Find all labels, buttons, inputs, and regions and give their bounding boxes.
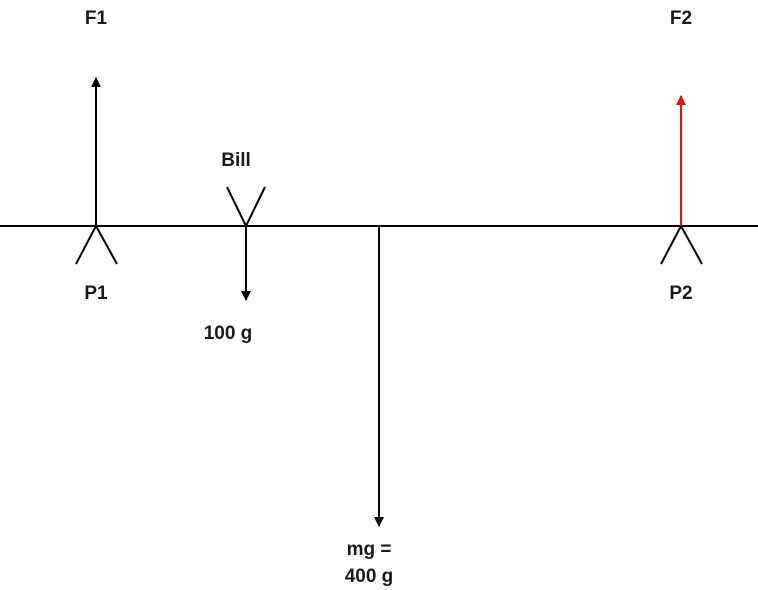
p1-label: P1: [84, 283, 108, 304]
pivot-p2: [660, 225, 703, 265]
mg-label-line1: mg =: [347, 539, 392, 560]
f2-label: F2: [670, 8, 692, 29]
p2-label: P2: [669, 283, 692, 304]
f1-label: F1: [85, 8, 108, 29]
bill-label: Bill: [221, 150, 251, 171]
bill-support: [226, 186, 266, 227]
mg-label-line2: 400 g: [345, 566, 394, 587]
bill-weight-label: 100 g: [204, 323, 253, 344]
pivot-p1: [75, 225, 118, 265]
